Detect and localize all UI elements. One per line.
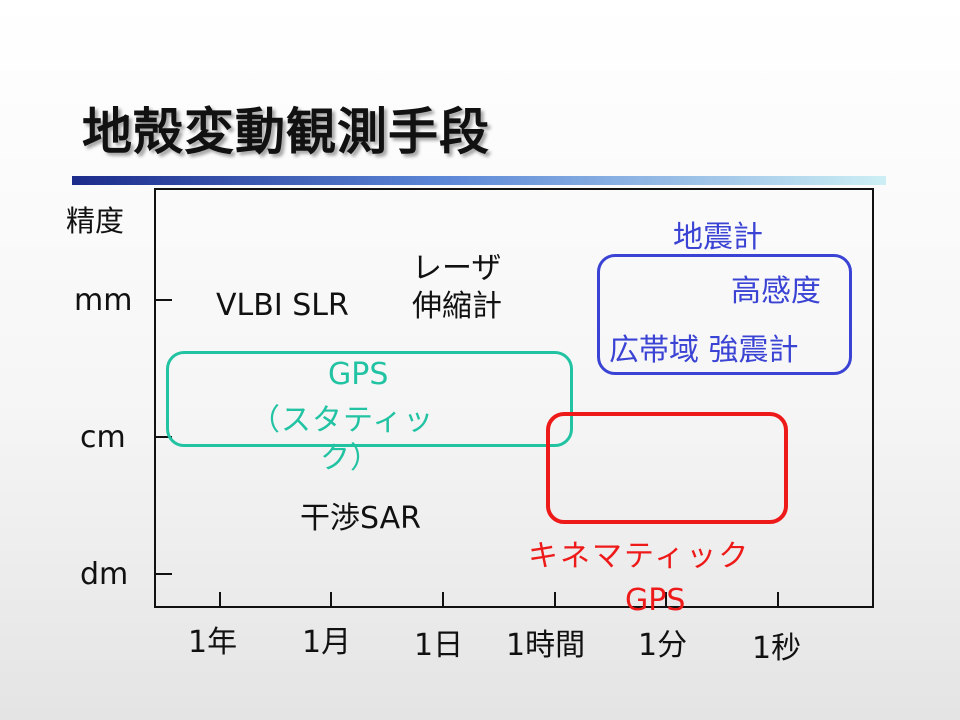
x-tick-minute xyxy=(665,592,667,608)
x-tick-label-year: 1年 xyxy=(188,625,238,660)
gps-static-box xyxy=(166,351,573,447)
gps-static-label-line3: ク） xyxy=(320,441,380,476)
x-tick-label-day: 1日 xyxy=(414,628,464,663)
insar-label: 干渉SAR xyxy=(300,501,421,536)
y-tick-dm xyxy=(154,573,172,575)
plot-frame xyxy=(154,188,874,608)
y-axis-title: 精度 xyxy=(66,204,125,238)
kinematic-gps-box xyxy=(546,412,788,524)
kinematic-gps-label-line1: キネマティック xyxy=(528,539,751,574)
x-tick-hour xyxy=(554,592,556,608)
y-tick-label-cm: cm xyxy=(80,420,126,455)
laser-label-line1: レーザ xyxy=(412,251,502,286)
laser-label-line2: 伸縮計 xyxy=(412,289,502,324)
seismometer-label: 地震計 xyxy=(673,220,763,255)
x-tick-label-month: 1月 xyxy=(302,625,352,660)
x-tick-month xyxy=(330,592,332,608)
title-underline xyxy=(72,176,886,185)
x-tick-second xyxy=(777,592,779,608)
kinematic-gps-label-line2: GPS xyxy=(625,583,686,618)
x-tick-label-hour: 1時間 xyxy=(506,628,586,663)
gps-static-label-line2: （スタティッ xyxy=(250,403,435,438)
x-tick-label-minute: 1分 xyxy=(638,628,688,663)
y-tick-label-mm: mm xyxy=(74,283,133,318)
y-tick-label-dm: dm xyxy=(80,557,129,592)
y-tick-cm xyxy=(154,436,172,438)
vlbi-slr-label: VLBI SLR xyxy=(216,288,349,323)
x-tick-day xyxy=(442,592,444,608)
x-tick-label-second: 1秒 xyxy=(752,631,802,666)
x-tick-year xyxy=(219,592,221,608)
seismometer-box xyxy=(597,254,852,375)
page-title: 地殻変動観測手段 xyxy=(82,103,490,161)
gps-static-label-line1: GPS xyxy=(328,357,389,392)
high-sensitivity-label: 高感度 xyxy=(731,274,821,309)
broadband-strong-motion-label: 広帯域 強震計 xyxy=(609,333,799,368)
y-tick-mm xyxy=(154,299,172,301)
